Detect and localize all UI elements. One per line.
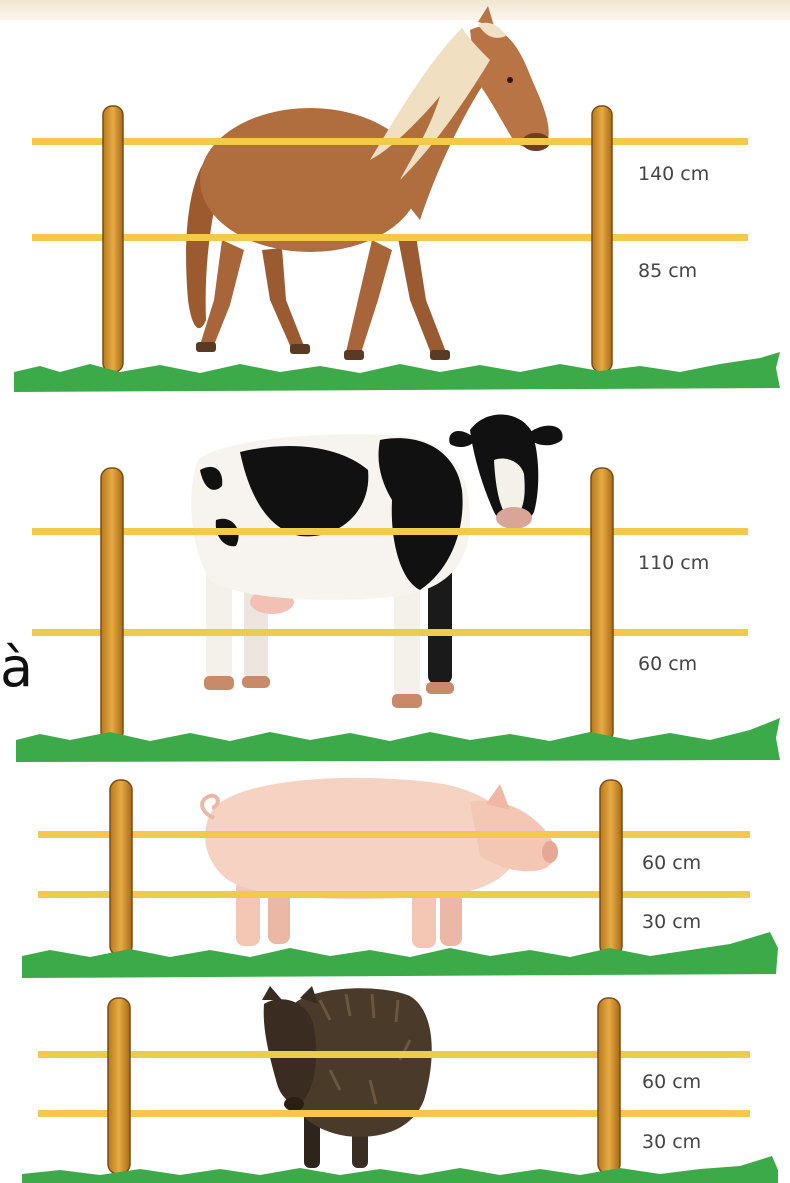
height-label: 30 cm bbox=[642, 1131, 701, 1153]
wire bbox=[32, 234, 748, 241]
panel-horse: 140 cm 85 cm bbox=[14, 6, 780, 392]
wire bbox=[32, 629, 748, 636]
fence-post bbox=[101, 468, 123, 742]
wild-boar-illustration bbox=[262, 986, 432, 1168]
height-label: 140 cm bbox=[638, 163, 709, 185]
fence-post bbox=[108, 998, 130, 1174]
height-label: 85 cm bbox=[638, 260, 697, 282]
wire bbox=[32, 528, 748, 535]
horse-illustration bbox=[186, 6, 550, 360]
panel-pig: 60 cm 30 cm bbox=[22, 778, 778, 978]
wire bbox=[38, 1110, 750, 1117]
panel-cow: 110 cm 60 cm bbox=[16, 414, 780, 762]
height-label: 60 cm bbox=[642, 1071, 701, 1093]
grass-strip bbox=[14, 352, 780, 392]
fence-post bbox=[103, 106, 123, 372]
wire bbox=[38, 831, 750, 838]
height-label: 110 cm bbox=[638, 552, 709, 574]
fence-post bbox=[591, 468, 613, 742]
grass-strip bbox=[22, 1156, 778, 1183]
fence-post bbox=[592, 106, 612, 372]
grass-strip bbox=[16, 718, 780, 762]
cow-illustration bbox=[191, 414, 562, 708]
height-label: 60 cm bbox=[638, 653, 697, 675]
wire bbox=[38, 1051, 750, 1058]
fence-post bbox=[110, 780, 132, 956]
wire bbox=[38, 891, 750, 898]
grass-strip bbox=[22, 932, 778, 978]
wire bbox=[32, 138, 748, 145]
height-label: 30 cm bbox=[642, 911, 701, 933]
panel-wild-boar: 60 cm 30 cm bbox=[22, 986, 778, 1183]
fence-post bbox=[598, 998, 620, 1174]
fence-post bbox=[600, 780, 622, 956]
height-label: 60 cm bbox=[642, 852, 701, 874]
pig-illustration bbox=[202, 778, 558, 948]
